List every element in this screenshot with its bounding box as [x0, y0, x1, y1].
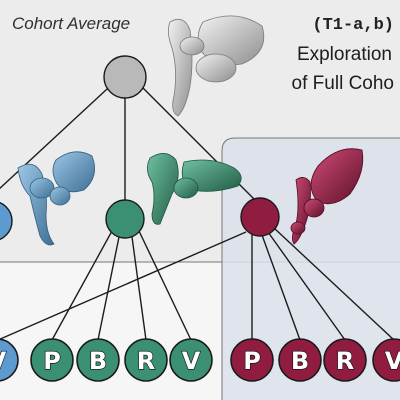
leaf-label: V: [0, 347, 7, 375]
leaf-label: R: [137, 347, 155, 375]
blue-subgroup-organ-render: [17, 151, 96, 246]
leaf-label: B: [291, 347, 309, 375]
crimson-subgroup-organ-render: [290, 148, 364, 245]
green-leaf-nodes: P B R V: [30, 338, 213, 382]
leaf-label: V: [182, 347, 201, 375]
blue-group-node[interactable]: [0, 201, 13, 241]
task-id-label: (T1-a,b): [312, 16, 394, 35]
leaf-label: R: [336, 347, 354, 375]
tree-edges: [0, 76, 395, 341]
leaf-node-green-r[interactable]: R: [124, 338, 168, 382]
leaf-node-blue-v[interactable]: V: [0, 338, 19, 382]
blue-leaf-nodes: V: [0, 338, 19, 382]
crimson-leaf-nodes: P B R V: [230, 338, 400, 382]
crimson-group-node[interactable]: [240, 197, 280, 237]
leaf-label: P: [43, 347, 61, 375]
leaf-label: P: [243, 347, 261, 375]
leaf-node-crimson-v[interactable]: V: [372, 338, 400, 382]
leaf-node-crimson-r[interactable]: R: [323, 338, 367, 382]
cohort-average-organ-render: [168, 15, 265, 117]
leaf-node-green-v[interactable]: V: [169, 338, 213, 382]
leaf-label: B: [89, 347, 107, 375]
leaf-node-green-p[interactable]: P: [30, 338, 74, 382]
leaf-node-crimson-p[interactable]: P: [230, 338, 274, 382]
green-group-node[interactable]: [105, 199, 145, 239]
leaf-label: V: [385, 347, 400, 375]
title-line-2: of Full Coho: [291, 73, 394, 94]
cohort-average-label: Cohort Average: [12, 14, 131, 33]
leaf-node-green-b[interactable]: B: [76, 338, 120, 382]
leaf-node-crimson-b[interactable]: B: [278, 338, 322, 382]
root-node[interactable]: [103, 55, 147, 99]
title-line-1: Exploration: [296, 44, 392, 65]
green-subgroup-organ-render: [147, 153, 242, 225]
